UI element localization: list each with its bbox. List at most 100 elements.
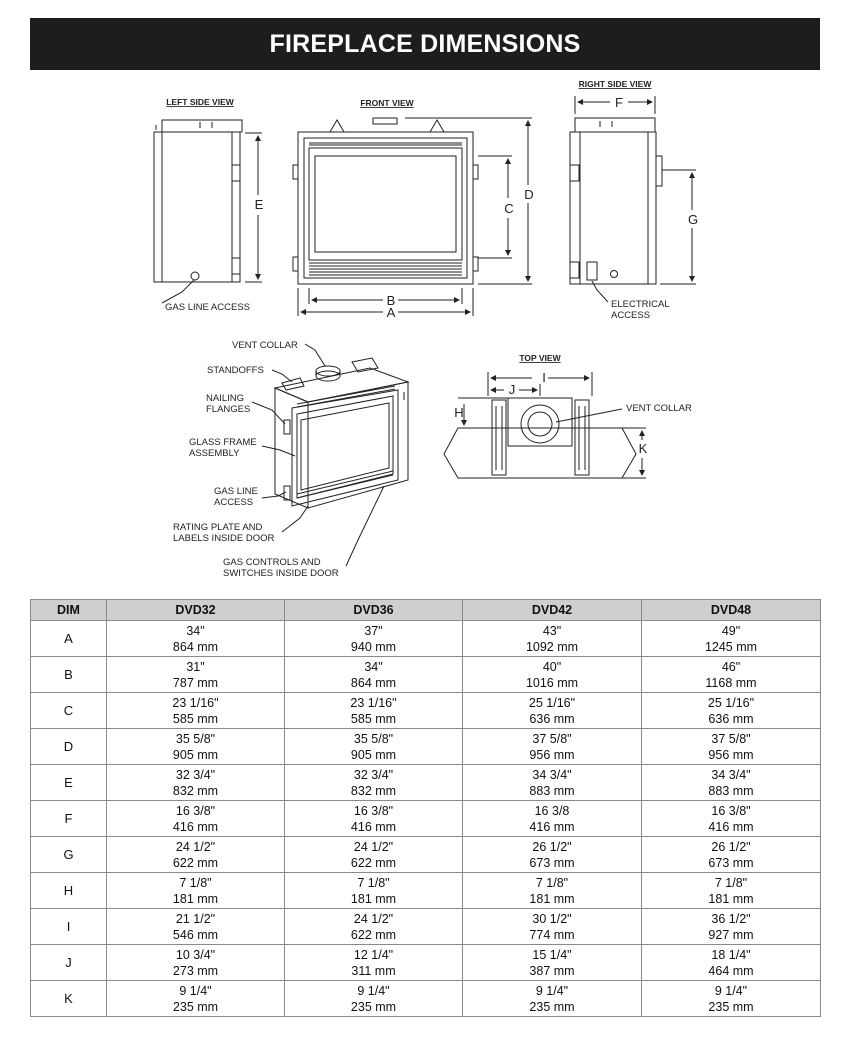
metric-value: 905 mm <box>350 747 397 762</box>
metric-value: 1092 mm <box>525 639 579 654</box>
metric-value: 883 mm <box>529 783 575 798</box>
imperial-value: 31" <box>186 659 205 674</box>
dimension-value-cell: 35 5/8"905 mm <box>106 728 285 765</box>
dim-letter-j: J <box>509 382 516 397</box>
imperial-value: 12 1/4" <box>353 947 394 962</box>
imperial-value: 37 5/8" <box>711 731 751 746</box>
dimension-value-cell: 21 1/2"546 mm <box>106 908 285 945</box>
dimension-value-cell: 7 1/8"181 mm <box>106 872 285 909</box>
dimension-value-cell: 10 3/4"273 mm <box>106 944 285 981</box>
metric-value: 311 mm <box>351 963 396 978</box>
dimension-value-cell: 23 1/16"585 mm <box>284 692 463 729</box>
imperial-value: 35 5/8" <box>353 731 394 746</box>
metric-value: 235 mm <box>172 999 219 1014</box>
dimension-value-cell: 24 1/2"622 mm <box>284 908 463 945</box>
metric-value: 416 mm <box>350 819 397 834</box>
metric-value: 956 mm <box>529 747 575 762</box>
metric-value: 546 mm <box>172 927 219 942</box>
front-view-drawing <box>292 117 532 316</box>
imperial-value: 24 1/2" <box>353 839 394 854</box>
dimension-value-cell: 9 1/4"235 mm <box>462 980 642 1017</box>
dim-letter-cell: I <box>30 908 107 945</box>
dim-letter-cell: J <box>30 944 107 981</box>
imperial-value: 49" <box>721 623 741 638</box>
standoffs-label: STANDOFFS <box>207 365 264 376</box>
right-side-view-drawing <box>569 96 696 303</box>
nailing-flanges-label-2: FLANGES <box>206 404 250 415</box>
dim-letter-e: E <box>255 197 264 212</box>
dimension-value-cell: 46"1168 mm <box>641 656 821 693</box>
dimension-value-cell: 16 3/8"416 mm <box>106 800 285 837</box>
metric-value: 622 mm <box>172 855 219 870</box>
dimension-value-cell: 40"1016 mm <box>462 656 642 693</box>
metric-value: 416 mm <box>708 819 754 834</box>
metric-value: 1168 mm <box>705 675 757 690</box>
dim-letter-k: K <box>639 441 648 456</box>
metric-value: 636 mm <box>708 711 754 726</box>
metric-value: 636 mm <box>529 711 575 726</box>
metric-value: 181 mm <box>172 891 219 906</box>
dimension-value-cell: 9 1/4"235 mm <box>641 980 821 1017</box>
metric-value: 905 mm <box>172 747 219 762</box>
metric-value: 585 mm <box>172 711 219 726</box>
imperial-value: 26 1/2" <box>711 839 751 854</box>
dimension-value-cell: 12 1/4"311 mm <box>284 944 463 981</box>
dimension-value-cell: 43"1092 mm <box>462 620 642 657</box>
fireplace-drawings: LEFT SIDE VIEW E GAS LINE ACCESS FRONT V… <box>153 79 698 579</box>
dimension-value-cell: 16 3/8"416 mm <box>641 800 821 837</box>
front-view-label: FRONT VIEW <box>360 98 414 108</box>
metric-value: 235 mm <box>708 999 754 1014</box>
imperial-value: 7 1/8" <box>535 875 569 890</box>
imperial-value: 7 1/8" <box>357 875 390 890</box>
rating-plate-label-1: RATING PLATE AND <box>173 522 263 533</box>
dim-letter-h: H <box>454 405 463 420</box>
imperial-value: 46" <box>721 659 741 674</box>
metric-value: 464 mm <box>708 963 754 978</box>
imperial-value: 16 3/8 <box>534 803 570 818</box>
nailing-flanges-label-1: NAILING <box>206 393 244 404</box>
gas-line-access-iso-label-2: ACCESS <box>214 497 253 508</box>
right-side-view-label: RIGHT SIDE VIEW <box>579 79 653 89</box>
gas-line-access-iso-label-1: GAS LINE <box>214 486 258 497</box>
dim-letter-a: A <box>387 305 396 320</box>
dimension-value-cell: 7 1/8"181 mm <box>641 872 821 909</box>
dim-letter-cell: H <box>30 872 107 909</box>
metric-value: 235 mm <box>529 999 575 1014</box>
dimension-value-cell: 15 1/4"387 mm <box>462 944 642 981</box>
dimension-value-cell: 25 1/16"636 mm <box>462 692 642 729</box>
metric-value: 956 mm <box>708 747 754 762</box>
imperial-value: 36 1/2" <box>711 911 751 926</box>
metric-value: 832 mm <box>350 783 397 798</box>
glass-frame-label-1: GLASS FRAME <box>189 437 257 448</box>
column-header: DVD36 <box>284 599 463 621</box>
dim-letter-i: I <box>542 370 546 385</box>
dimension-value-cell: 34 3/4"883 mm <box>462 764 642 801</box>
gas-controls-label-1: GAS CONTROLS AND <box>223 557 321 568</box>
imperial-value: 21 1/2" <box>175 911 216 926</box>
gas-line-access-label: GAS LINE ACCESS <box>165 302 250 313</box>
imperial-value: 16 3/8" <box>711 803 751 818</box>
dim-letter-d: D <box>524 187 533 202</box>
page-title: FIREPLACE DIMENSIONS <box>30 18 820 70</box>
dimension-value-cell: 7 1/8"181 mm <box>284 872 463 909</box>
imperial-value: 34" <box>364 659 383 674</box>
metric-value: 181 mm <box>529 891 575 906</box>
dimension-value-cell: 34"864 mm <box>106 620 285 657</box>
metric-value: 787 mm <box>172 675 219 690</box>
dim-letter-cell: G <box>30 836 107 873</box>
imperial-value: 24 1/2" <box>175 839 216 854</box>
gas-controls-label-2: SWITCHES INSIDE DOOR <box>223 568 339 579</box>
imperial-value: 10 3/4" <box>175 947 216 962</box>
dim-letter-f: F <box>615 95 623 110</box>
metric-value: 673 mm <box>529 855 575 870</box>
column-header: DVD48 <box>641 599 821 621</box>
electrical-access-label-1: ELECTRICAL <box>611 299 670 310</box>
imperial-value: 35 5/8" <box>175 731 216 746</box>
dimension-value-cell: 7 1/8"181 mm <box>462 872 642 909</box>
dimension-value-cell: 35 5/8"905 mm <box>284 728 463 765</box>
